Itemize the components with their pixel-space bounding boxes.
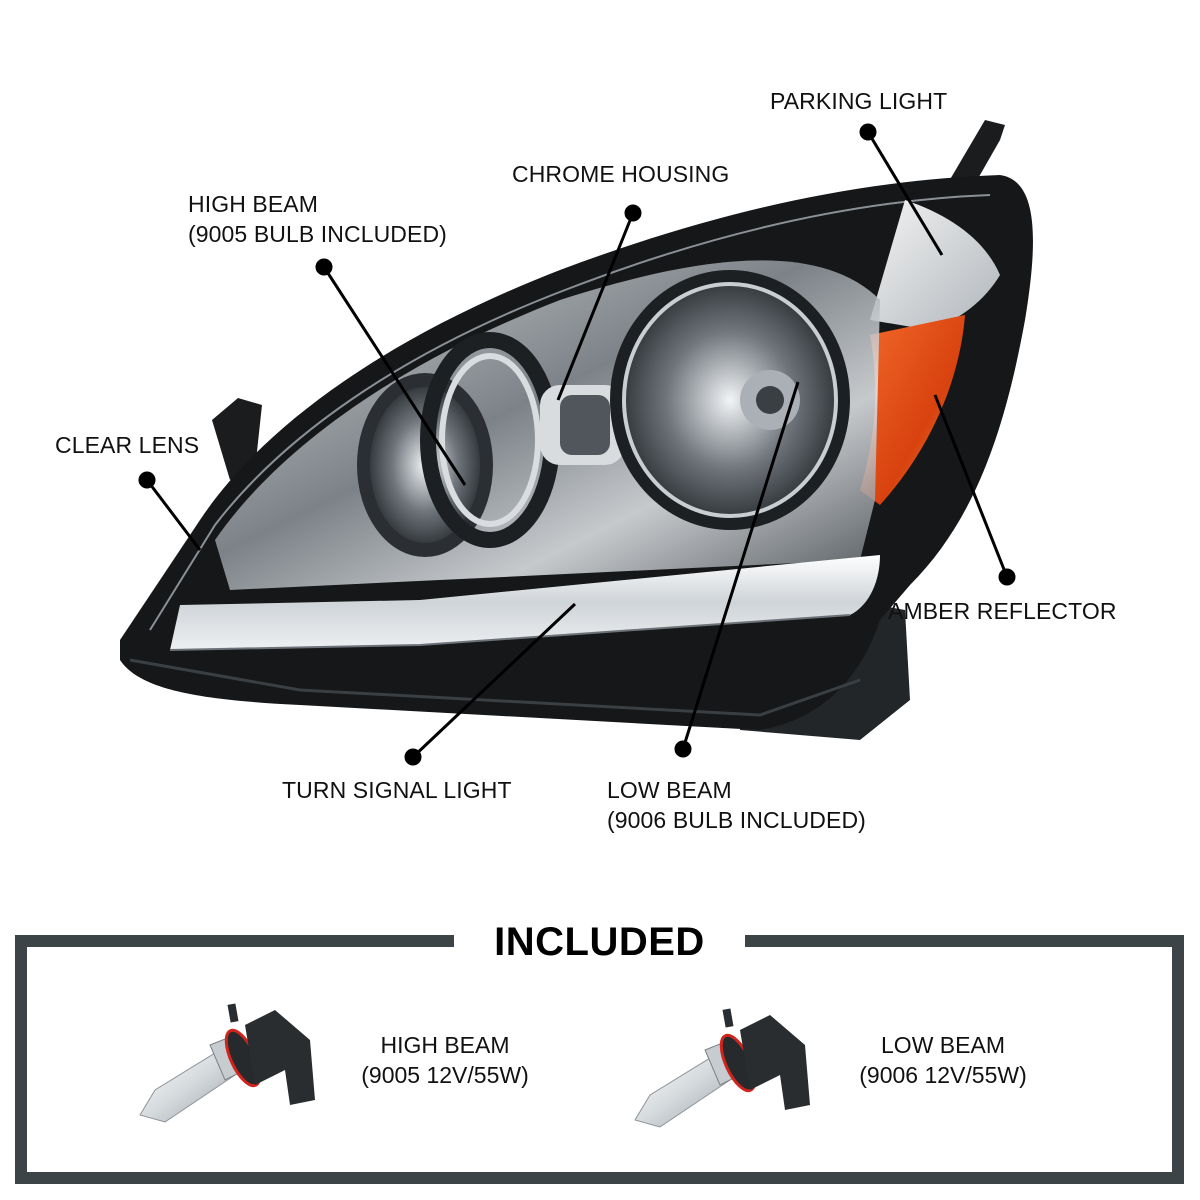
included-frame-gap [454, 930, 745, 954]
bulb-9006-icon [634, 1008, 810, 1128]
callout-parking-light: PARKING LIGHT [770, 88, 948, 114]
bulb-9005-icon [139, 1003, 315, 1123]
callout-clear-lens: CLEAR LENS [55, 432, 200, 458]
included-item-low-beam-spec: (9006 12V/55W) [859, 1062, 1027, 1088]
callout-turn-signal-light: TURN SIGNAL LIGHT [282, 777, 512, 803]
callout-high-beam-title: HIGH BEAM [188, 191, 318, 217]
included-item-high-beam: HIGH BEAM (9005 12V/55W) [340, 1030, 550, 1090]
included-item-low-beam-title: LOW BEAM [881, 1032, 1005, 1058]
included-item-low-beam: LOW BEAM (9006 12V/55W) [838, 1030, 1048, 1090]
callout-high-beam-subtitle: (9005 BULB INCLUDED) [188, 221, 447, 247]
callout-chrome-housing: CHROME HOUSING [512, 161, 730, 187]
included-title: INCLUDED [494, 920, 705, 964]
included-item-high-beam-title: HIGH BEAM [380, 1032, 510, 1058]
included-item-high-beam-spec: (9005 12V/55W) [361, 1062, 529, 1088]
callout-low-beam-subtitle: (9006 BULB INCLUDED) [607, 807, 866, 833]
callout-low-beam-title: LOW BEAM [607, 777, 732, 803]
callout-amber-reflector: AMBER REFLECTOR [888, 598, 1117, 624]
